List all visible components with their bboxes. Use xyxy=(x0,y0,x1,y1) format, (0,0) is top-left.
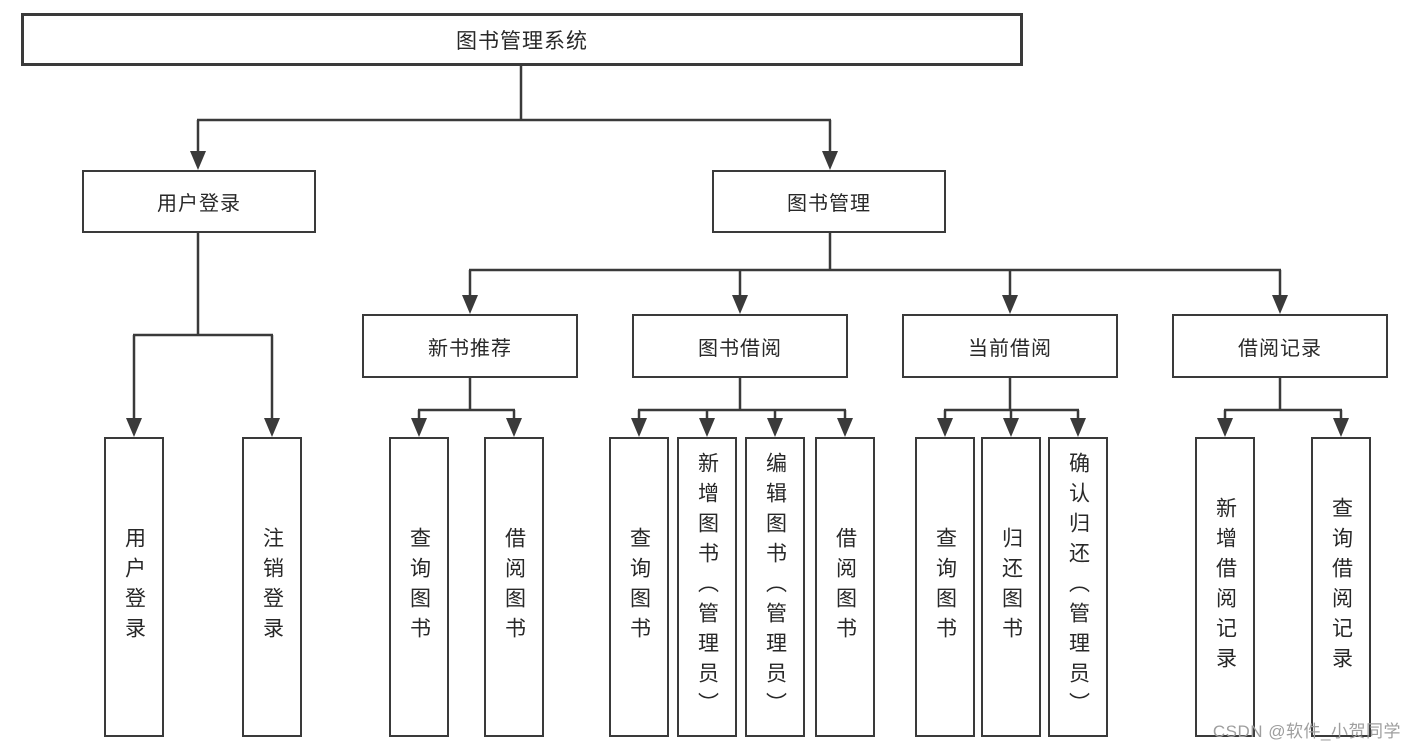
leaf-borrow-books-label: 借阅图书 xyxy=(833,527,857,647)
leaf-confirm-return-admin-label: 确认归还（管理员） xyxy=(1066,452,1090,722)
leaf-query-books-recommend-label: 查询图书 xyxy=(407,527,431,647)
node-book-borrowing: 图书借阅 xyxy=(632,314,848,378)
leaf-logout: 注销登录 xyxy=(242,437,302,737)
leaf-return-books-label: 归还图书 xyxy=(999,527,1023,647)
leaf-query-books-borrow: 查询图书 xyxy=(609,437,669,737)
tree-edges xyxy=(132,64,1343,421)
leaf-return-books: 归还图书 xyxy=(981,437,1041,737)
node-new-book-recommend-label: 新书推荐 xyxy=(428,337,512,360)
leaf-add-borrow-record: 新增借阅记录 xyxy=(1195,437,1255,737)
leaf-query-borrow-record-label: 查询借阅记录 xyxy=(1329,497,1353,677)
leaf-add-books-admin: 新增图书（管理员） xyxy=(677,437,737,737)
node-user-login-label: 用户登录 xyxy=(157,193,241,215)
node-new-book-recommend: 新书推荐 xyxy=(362,314,578,378)
leaf-edit-books-admin: 编辑图书（管理员） xyxy=(745,437,805,737)
leaf-borrow-books-recommend-label: 借阅图书 xyxy=(502,527,526,647)
leaf-query-borrow-record: 查询借阅记录 xyxy=(1311,437,1371,737)
node-current-borrowing-label: 当前借阅 xyxy=(968,337,1052,360)
leaf-query-books-recommend: 查询图书 xyxy=(389,437,449,737)
leaf-borrow-books-recommend: 借阅图书 xyxy=(484,437,544,737)
node-library-system: 图书管理系统 xyxy=(21,13,1023,66)
node-user-login: 用户登录 xyxy=(82,170,316,233)
leaf-query-books-current: 查询图书 xyxy=(915,437,975,737)
node-current-borrowing: 当前借阅 xyxy=(902,314,1118,378)
node-book-management-label: 图书管理 xyxy=(787,193,871,215)
node-borrowing-records: 借阅记录 xyxy=(1172,314,1388,378)
leaf-query-books-current-label: 查询图书 xyxy=(933,527,957,647)
watermark-text: CSDN @软件_小贺同学 xyxy=(1212,722,1401,741)
leaf-borrow-books: 借阅图书 xyxy=(815,437,875,737)
leaf-add-books-admin-label: 新增图书（管理员） xyxy=(695,452,719,722)
leaf-confirm-return-admin: 确认归还（管理员） xyxy=(1048,437,1108,737)
leaf-user-login-label: 用户登录 xyxy=(122,527,146,647)
node-library-system-label: 图书管理系统 xyxy=(456,29,588,53)
leaf-user-login: 用户登录 xyxy=(104,437,164,737)
leaf-edit-books-admin-label: 编辑图书（管理员） xyxy=(763,452,787,722)
leaf-add-borrow-record-label: 新增借阅记录 xyxy=(1213,497,1237,677)
node-book-management: 图书管理 xyxy=(712,170,946,233)
leaf-logout-label: 注销登录 xyxy=(260,527,284,647)
node-book-borrowing-label: 图书借阅 xyxy=(698,337,782,360)
node-borrowing-records-label: 借阅记录 xyxy=(1238,337,1322,360)
leaf-query-books-borrow-label: 查询图书 xyxy=(627,527,651,647)
